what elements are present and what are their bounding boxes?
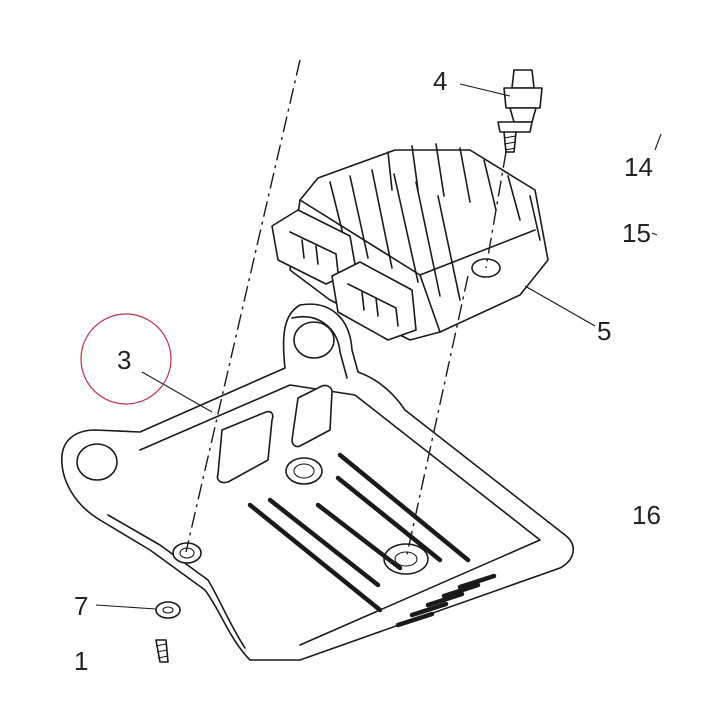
stud: [155, 639, 169, 663]
callout-3: 3: [117, 345, 132, 375]
mounting-bracket: [61, 303, 574, 661]
callout-4: 4: [433, 66, 448, 96]
callout-15: 15: [622, 218, 651, 248]
callout-7: 7: [74, 591, 89, 621]
callout-1: 1: [74, 646, 89, 676]
callout-16: 16: [632, 500, 661, 530]
leader-lines: [95, 83, 662, 610]
callout-5: 5: [597, 316, 612, 346]
bolt: [497, 69, 543, 153]
washer: [155, 601, 181, 619]
assembly-guide-lines: [185, 59, 507, 560]
highlight-circle: [80, 313, 172, 405]
callout-14: 14: [624, 152, 653, 182]
regulator-rectifier: [271, 143, 549, 341]
